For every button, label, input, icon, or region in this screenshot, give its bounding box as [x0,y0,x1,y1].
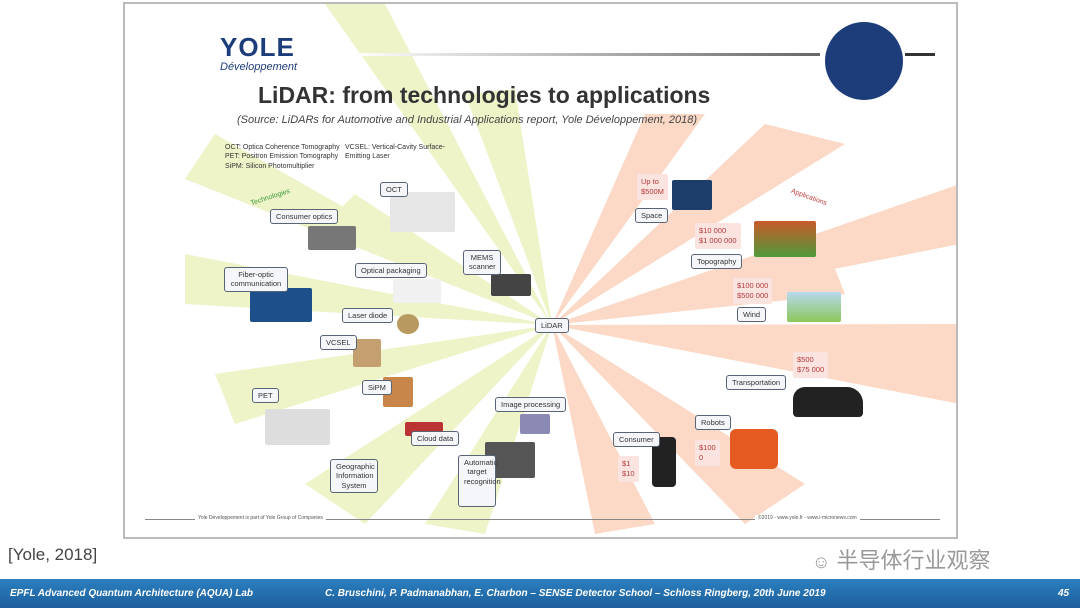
mems-scanner-image [491,274,531,296]
glossary-item: VCSEL: Vertical-Cavity Surface- [345,144,445,151]
car-image [793,387,863,417]
space-image [672,180,712,210]
wechat-icon: ☺ [812,552,831,572]
slide-footer-rule [145,519,940,520]
authors-event: C. Bruschini, P. Padmanabhan, E. Charbon… [325,588,826,599]
glossary-item: OCT: Optica Coherence Tomography [225,144,340,151]
lidar-center: LiDAR [535,318,569,334]
app-space: Space [635,208,669,224]
tech-vcsel: VCSEL [320,335,357,351]
pet-image [265,409,330,445]
tech-mems-scanner: MEMS scanner [463,250,501,275]
yole-logo: YOLE Développement [220,32,298,73]
watermark-text: 半导体行业观察 [836,548,991,573]
price-space: Up to$500M [637,174,668,200]
chart-emblem-icon [825,22,903,100]
vcsel-image [353,339,381,367]
fiber-optic-image [250,288,312,322]
tech-target-recognition: Automatic target recognition [458,455,501,507]
glossary-item: SiPM: Silicon Photomultiplier [225,162,315,170]
image-processing-image [520,414,550,434]
lab-name: EPFL Advanced Quantum Architecture (AQUA… [10,588,253,599]
tech-consumer-optics: Consumer optics [270,209,339,225]
citation: [Yole, 2018] [8,545,98,564]
optical-packaging-image [393,279,441,303]
price-wind: $100 000$500 000 [733,278,773,304]
price-transportation: $500$75 000 [793,352,829,378]
robot-image [730,429,778,469]
app-topography: Topography [691,254,743,270]
glossary-vcsel: VCSEL: Vertical-Cavity Surface- Emitting… [345,143,445,162]
slide-footer-right: ©2019 - www.yole.fr - www.i-micronews.co… [755,515,860,521]
price-topography: $10 000$1 000 000 [695,223,741,249]
tech-laser-diode: Laser diode [342,308,394,324]
watermark: ☺ 半导体行业观察 [812,543,991,575]
header-rule [355,53,820,56]
app-consumer: Consumer [613,432,660,448]
price-consumer: $1$10 [618,456,639,482]
tech-gis: Geographic Information System [330,459,378,494]
application-rays [552,114,956,534]
tech-pet: PET [252,388,279,404]
laser-diode-image [397,314,419,334]
slide-subtitle: (Source: LiDARs for Automotive and Indus… [237,114,698,126]
slide-title: LiDAR: from technologies to applications [258,82,711,108]
page-number: 45 [1058,588,1070,599]
tech-fiber-optic: Fiber-optic communication [224,267,288,292]
topography-image [754,221,816,257]
glossary-item: PET: Positron Emission Tomography [225,153,339,161]
tech-oct: OCT [380,182,408,198]
tech-cloud-data: Cloud data [411,431,460,447]
glossary: OCT: Optica Coherence Tomography PET: Po… [225,143,340,171]
tech-sipm: SiPM [362,380,392,396]
glossary-item: Emitting Laser [345,153,390,161]
wind-image [787,292,841,322]
tech-optical-packaging: Optical packaging [355,263,427,279]
slide-image: YOLE Développement LiDAR: from technolog… [123,2,958,539]
slide-footer-left: Yole Développement is part of Yole Group… [195,515,326,521]
oct-image [390,192,455,232]
consumer-optics-image [308,226,356,250]
header-rule-end [905,53,935,56]
tech-image-processing: Image processing [495,397,567,413]
app-robots: Robots [695,415,731,431]
app-wind: Wind [737,307,767,323]
app-transportation: Transportation [726,375,787,391]
bottom-bar: EPFL Advanced Quantum Architecture (AQUA… [0,579,1080,608]
